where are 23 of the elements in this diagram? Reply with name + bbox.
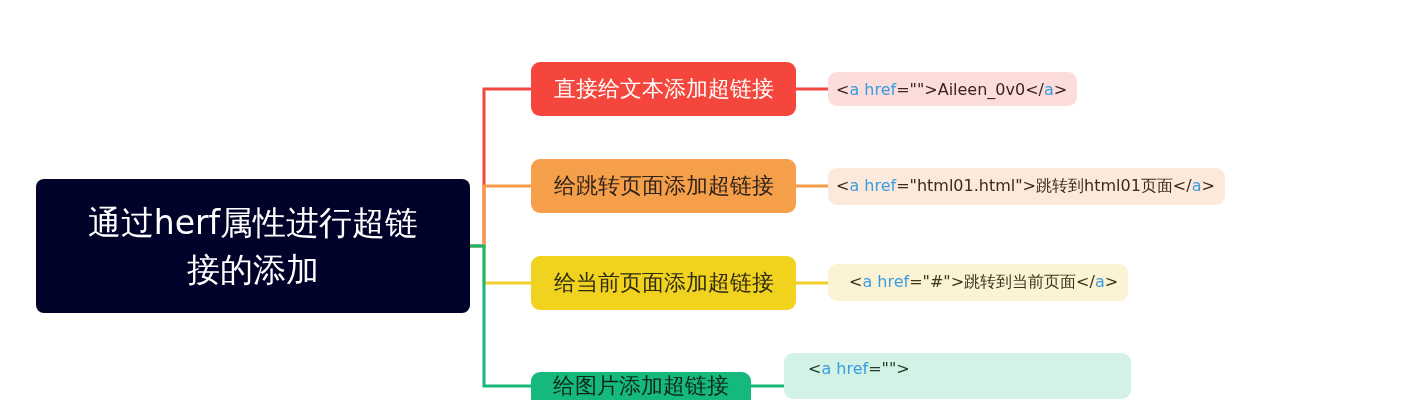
code-note-box bbox=[784, 353, 1131, 399]
branch-topic-text: 直接给文本添加超链接 bbox=[553, 75, 774, 103]
code-note-box bbox=[828, 264, 1129, 301]
branch-connector bbox=[796, 184, 828, 188]
branch-connector bbox=[796, 87, 828, 91]
code-snippet: <a href=""> bbox=[808, 359, 910, 378]
branch-topic-text: 给当前页面添加超链接 bbox=[553, 269, 774, 297]
code-note-box bbox=[828, 72, 1078, 106]
central-topic-text: 通过herf属性进行超链接的添加 bbox=[86, 202, 420, 291]
branch-topic-box bbox=[531, 159, 796, 213]
branch-topic-box bbox=[531, 256, 796, 310]
branch-topic-box bbox=[531, 372, 751, 400]
branch-connector bbox=[470, 244, 531, 388]
code-snippet: <a href="html01.html">跳转到html01页面</a> bbox=[836, 176, 1215, 197]
code-snippet: <a href="#">跳转到当前页面</a> bbox=[849, 272, 1119, 293]
code-snippet: <a href="">Aileen_0v0</a> bbox=[836, 79, 1068, 99]
code-note-box bbox=[828, 168, 1225, 205]
branch-connector bbox=[751, 384, 784, 388]
branch-topic-box bbox=[531, 62, 796, 116]
branch-topic-text: 给图片添加超链接 bbox=[553, 372, 729, 400]
central-topic-box bbox=[36, 179, 470, 313]
branch-connector bbox=[796, 281, 828, 285]
branch-topic-text: 给跳转页面添加超链接 bbox=[553, 172, 774, 200]
